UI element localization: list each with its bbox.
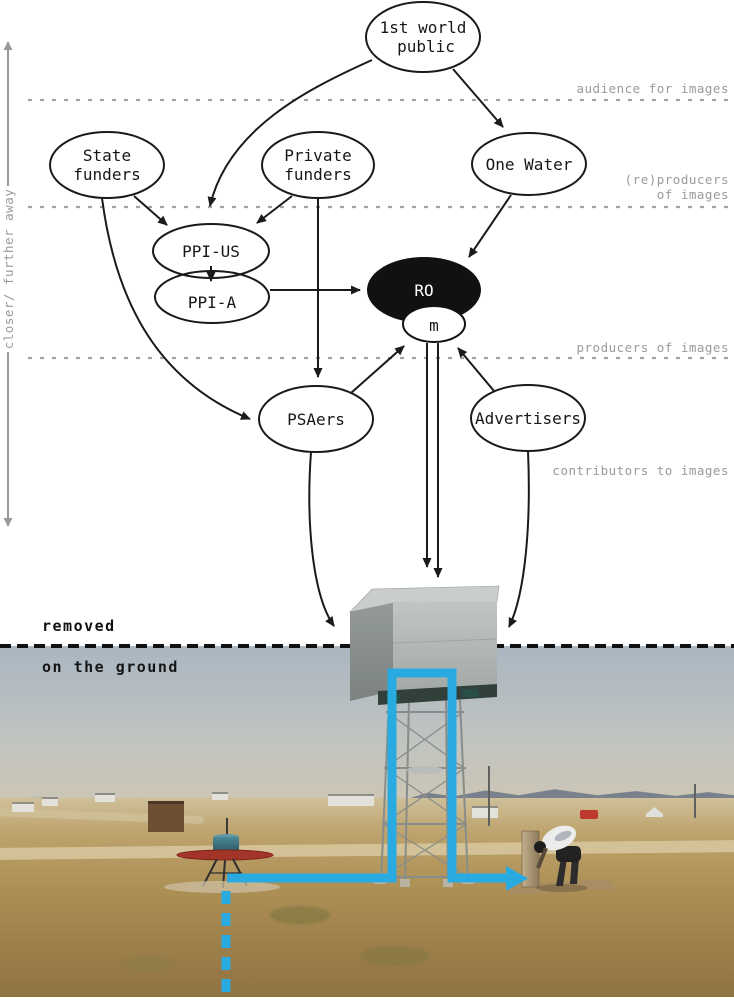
diagram-arrows — [101, 59, 530, 628]
node-first-world-public-label: 1st world — [380, 18, 467, 37]
concrete-slab — [164, 881, 280, 893]
node-state-funders — [49, 131, 165, 199]
node-state-funders-label2: funders — [73, 165, 140, 184]
pump-table — [176, 849, 274, 861]
village-house — [12, 804, 34, 812]
arrow-advertisers-to-tank — [508, 450, 530, 628]
water-tower — [349, 585, 500, 887]
node-psaers — [258, 385, 374, 453]
village-house — [472, 808, 498, 818]
arrow-public-to-ppius — [207, 59, 373, 207]
diagram-nodes: 1st world public State funders Private f… — [49, 1, 587, 453]
node-ppi-us-label: PPI-US — [182, 242, 240, 261]
node-private-funders — [261, 131, 375, 199]
arrow-private-to-ppius — [256, 195, 293, 224]
node-m-label: m — [429, 316, 439, 335]
grass-tuft — [270, 906, 330, 924]
grass-tuft — [360, 946, 430, 966]
utility-pole — [488, 766, 490, 826]
node-ppi-a-label: PPI-A — [188, 293, 237, 312]
arrow-public-to-onewater — [452, 68, 504, 128]
utility-pole — [694, 784, 696, 818]
node-one-water — [471, 132, 587, 196]
layer-label-reproducers-2: of images — [657, 187, 729, 202]
water-tank — [349, 585, 500, 705]
arrow-psaers-to-m — [350, 345, 405, 394]
node-ppi-a — [155, 271, 269, 323]
node-ro-label: RO — [414, 281, 433, 300]
distance-axis: closer/ further away — [1, 41, 16, 527]
layer-label-audience: audience for images — [577, 81, 730, 96]
node-private-funders-label: Private — [284, 146, 351, 165]
grass-field — [0, 798, 734, 997]
node-private-funders-label2: funders — [284, 165, 351, 184]
layer-label-producers: producers of images — [577, 340, 730, 355]
village-house — [212, 794, 228, 800]
on-the-ground-label: on the ground — [42, 658, 179, 676]
brown-shed — [148, 804, 184, 832]
node-one-water-label: One Water — [486, 155, 573, 174]
node-state-funders-label: State — [83, 146, 131, 165]
arrow-state-to-ppius — [133, 195, 168, 226]
removed-label: removed — [42, 617, 116, 635]
grass-tuft — [120, 956, 175, 972]
arrow-onewater-to-ro — [468, 194, 512, 258]
white-tent — [646, 807, 663, 817]
node-advertisers — [470, 384, 586, 452]
arrow-advertisers-to-m — [457, 347, 495, 392]
red-car — [580, 810, 598, 819]
person-bending-at-tap — [534, 825, 588, 892]
layer-label-contributors: contributors to images — [552, 463, 729, 478]
node-psaers-label: PSAers — [287, 410, 345, 429]
arrow-psaers-to-tank — [308, 451, 335, 627]
water-pipe-overlay — [221, 668, 528, 992]
node-first-world-public-label2: public — [397, 37, 455, 56]
pipe-route — [227, 668, 508, 883]
village-house — [95, 795, 115, 802]
axis-label: closer/ further away — [1, 189, 16, 350]
node-first-world-public — [365, 1, 481, 73]
node-ro — [367, 257, 481, 323]
node-ppi-us — [153, 224, 269, 278]
layer-label-reproducers: (re)producers — [625, 172, 729, 187]
node-advertisers-label: Advertisers — [475, 409, 581, 428]
arrow-state-to-psaers — [101, 197, 251, 420]
village-house — [42, 799, 58, 806]
pipe-flow-arrow — [506, 866, 528, 891]
actor-diagram: audience for images (re)producers of ima… — [1, 1, 734, 628]
node-m — [402, 305, 466, 343]
village-house — [328, 796, 374, 806]
